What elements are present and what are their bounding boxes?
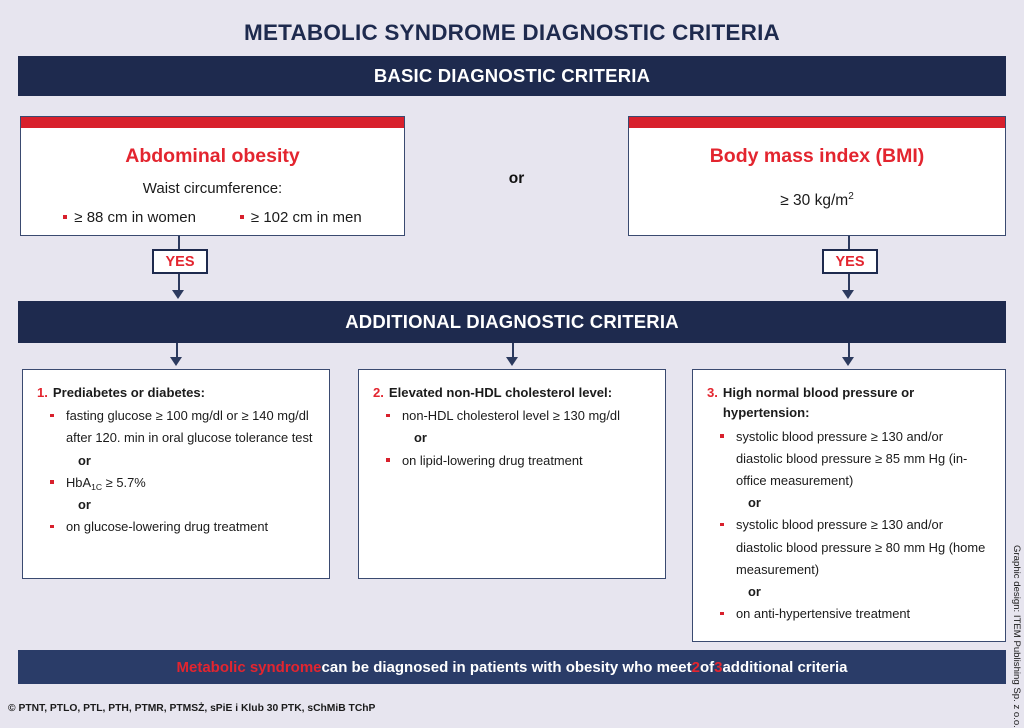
criterion-1-heading: 1. Prediabetes or diabetes:	[37, 383, 315, 403]
connector-line-left-bottom	[178, 274, 180, 291]
arrow-icon-left	[172, 290, 184, 299]
list-item: on glucose-lowering drug treatment	[49, 516, 315, 538]
bullet-icon	[720, 434, 724, 438]
criterion-3-list: systolic blood pressure ≥ 130 and/or dia…	[707, 426, 991, 626]
criterion-3-item-2: systolic blood pressure ≥ 130 and/or dia…	[736, 517, 986, 577]
criterion-1-or-2: or	[49, 494, 315, 516]
waist-values: ≥ 88 cm in women ≥ 102 cm in men	[21, 209, 404, 226]
bullet-icon	[386, 413, 390, 418]
or-label: or	[78, 452, 91, 468]
criterion-1-list: fasting glucose ≥ 100 mg/dl or ≥ 140 mg/…	[37, 405, 315, 538]
list-item: on lipid-lowering drug treatment	[385, 450, 651, 472]
or-label: or	[78, 497, 91, 513]
criterion-1-number: 1.	[37, 385, 48, 400]
footer-societies: © PTNT, PTLO, PTL, PTH, PTMR, PTMSŻ, sPi…	[8, 703, 376, 714]
yes-badge-right: YES	[822, 249, 878, 274]
bmi-value-exponent: 2	[848, 191, 854, 202]
box-additional-criterion-1: 1. Prediabetes or diabetes: fasting gluc…	[22, 369, 330, 579]
bullet-icon	[50, 524, 54, 529]
list-item: on anti-hypertensive treatment	[719, 603, 991, 625]
banner-additional-criteria: ADDITIONAL DIAGNOSTIC CRITERIA	[18, 301, 1006, 343]
waist-men-value: ≥ 102 cm in men	[250, 209, 362, 226]
banner-basic-criteria: BASIC DIAGNOSTIC CRITERIA	[18, 56, 1006, 96]
list-item: systolic blood pressure ≥ 130 and/or dia…	[719, 514, 991, 581]
list-item: systolic blood pressure ≥ 130 and/or dia…	[719, 426, 991, 493]
criterion-2-list: non-HDL cholesterol level ≥ 130 mg/dl or…	[373, 405, 651, 472]
conclusion-count-met: 2	[691, 658, 700, 676]
criterion-3-item-3: on anti-hypertensive treatment	[736, 606, 911, 622]
connector-line-left-top	[178, 236, 180, 250]
criterion-3-heading-text: High normal blood pressure or hypertensi…	[722, 385, 915, 421]
criterion-1-item-3: on glucose-lowering drug treatment	[66, 519, 269, 535]
waist-circumference-label: Waist circumference:	[142, 180, 283, 197]
connector-line-right-bottom	[848, 274, 850, 291]
bullet-icon	[239, 215, 244, 219]
criterion-2-heading: 2. Elevated non-HDL cholesterol level:	[373, 383, 651, 403]
list-item: HbA1C ≥ 5.7%	[49, 472, 315, 494]
criterion-1-item-1: fasting glucose ≥ 100 mg/dl or ≥ 140 mg/…	[66, 408, 313, 446]
bmi-value-text: ≥ 30 kg/m	[780, 192, 849, 210]
conclusion-text-3: additional criteria	[722, 658, 848, 676]
conclusion-highlight: Metabolic syndrome	[176, 658, 322, 676]
bmi-threshold-value: ≥ 30 kg/m2	[629, 191, 1005, 210]
criterion-2-or-1: or	[385, 427, 651, 449]
connector-line-to-box2	[512, 343, 514, 359]
criterion-2-heading-text: Elevated non-HDL cholesterol level:	[388, 385, 613, 400]
bullet-icon	[720, 611, 724, 616]
connector-line-to-box1	[176, 343, 178, 359]
waist-women-value: ≥ 88 cm in women	[74, 209, 196, 226]
hba1c-prefix: HbA	[66, 474, 92, 490]
criterion-3-item-1: systolic blood pressure ≥ 130 and/or dia…	[736, 428, 968, 488]
conclusion-count-total: 3	[714, 658, 723, 676]
waist-men-item: ≥ 102 cm in men	[239, 209, 362, 226]
box-additional-criterion-2: 2. Elevated non-HDL cholesterol level: n…	[358, 369, 666, 579]
arrow-icon-box2	[506, 357, 518, 366]
criterion-1-or-1: or	[49, 450, 315, 472]
connector-line-right-top	[848, 236, 850, 250]
banner-conclusion: Metabolic syndrome can be diagnosed in p…	[18, 650, 1006, 684]
criterion-1-item-2: HbA1C ≥ 5.7%	[66, 474, 146, 492]
or-connector-label: or	[508, 170, 525, 187]
waist-women-item: ≥ 88 cm in women	[63, 209, 196, 226]
connector-line-to-box3	[848, 343, 850, 359]
bullet-icon	[386, 458, 390, 462]
or-label: or	[414, 430, 427, 446]
abdominal-obesity-title: Abdominal obesity	[125, 145, 300, 167]
criterion-2-item-2: on lipid-lowering drug treatment	[402, 452, 583, 468]
hba1c-threshold: ≥ 5.7%	[102, 474, 146, 490]
arrow-icon-right	[842, 290, 854, 299]
box-body-mass-index: Body mass index (BMI) ≥ 30 kg/m2	[628, 116, 1006, 236]
criterion-2-number: 2.	[373, 385, 384, 400]
yes-badge-left: YES	[152, 249, 208, 274]
criterion-3-number: 3.	[707, 385, 718, 400]
criterion-3-or-1: or	[719, 492, 991, 514]
criterion-3-heading: 3. High normal blood pressure or hyperte…	[707, 383, 991, 424]
arrow-icon-box3	[842, 357, 854, 366]
conclusion-text-2: of	[699, 658, 715, 676]
box-additional-criterion-3: 3. High normal blood pressure or hyperte…	[692, 369, 1006, 642]
conclusion-text-1: can be diagnosed in patients with obesit…	[321, 658, 692, 676]
criterion-2-item-1: non-HDL cholesterol level ≥ 130 mg/dl	[402, 408, 620, 424]
bullet-icon	[63, 215, 68, 219]
red-accent-strip	[21, 117, 404, 128]
list-item: fasting glucose ≥ 100 mg/dl or ≥ 140 mg/…	[49, 405, 315, 449]
red-accent-strip	[629, 117, 1005, 128]
bullet-icon	[50, 413, 54, 418]
criterion-1-heading-text: Prediabetes or diabetes:	[52, 385, 206, 400]
or-label: or	[748, 495, 761, 511]
criterion-3-or-2: or	[719, 581, 991, 603]
page-title: METABOLIC SYNDROME DIAGNOSTIC CRITERIA	[244, 20, 780, 45]
bullet-icon	[50, 480, 54, 484]
bmi-title: Body mass index (BMI)	[709, 145, 925, 167]
footer-design-credit: Graphic design: ITEM Publishing Sp. z o.…	[1011, 545, 1022, 728]
bullet-icon	[720, 522, 724, 527]
list-item: non-HDL cholesterol level ≥ 130 mg/dl	[385, 405, 651, 427]
arrow-icon-box1	[170, 357, 182, 366]
box-abdominal-obesity: Abdominal obesity Waist circumference: ≥…	[20, 116, 405, 236]
hba1c-subscript: 1C	[91, 481, 103, 492]
or-label: or	[748, 583, 761, 599]
